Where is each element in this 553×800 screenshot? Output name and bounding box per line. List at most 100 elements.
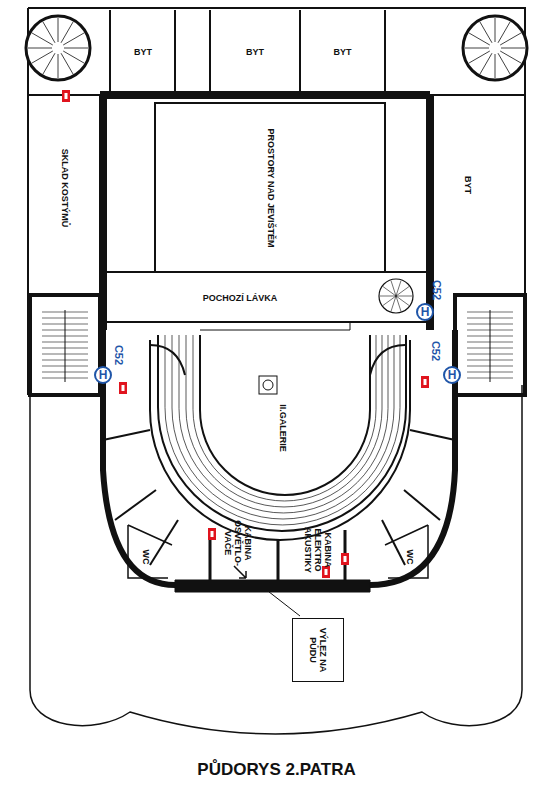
stair-step (480, 53, 492, 74)
hydrant-marker: C52H (94, 366, 112, 384)
room: KABINA ELEKTRO AKUSTIKY (292, 522, 344, 578)
hydrant-code: C52 (432, 280, 442, 300)
stair-step (467, 366, 513, 367)
stair-step (383, 287, 396, 296)
chandelier-symbol (259, 376, 277, 394)
wall (174, 10, 176, 95)
stair-step (396, 287, 409, 296)
stair-step (63, 33, 84, 45)
box-partition (150, 520, 178, 565)
stair-step (64, 48, 88, 49)
room-label: SKLAD KOSTÝMŮ (60, 148, 70, 227)
stair-step (467, 330, 513, 331)
seat-row (186, 335, 382, 507)
stair-step (465, 48, 489, 49)
room: SKLAD KOSTÝMŮ (32, 105, 98, 270)
stair-rail (490, 310, 491, 382)
fire-extinguisher (119, 382, 127, 394)
front-wall (175, 580, 370, 592)
fire-extinguisher (122, 385, 125, 391)
leader-line (264, 588, 300, 616)
room-label: PROSTORY NAD JEVIŠTĚM (266, 129, 276, 248)
room: PROSTORY NAD JEVIŠTĚM (160, 108, 382, 268)
stair-step (396, 296, 412, 297)
room-label: POCHOZÍ LÁVKA (203, 293, 278, 303)
box-partition (404, 490, 440, 520)
stair-step (498, 22, 510, 43)
stair-step (32, 51, 53, 63)
stair-step (28, 48, 52, 49)
box-partition (410, 430, 455, 440)
fire-extinguisher (421, 376, 429, 388)
stair-step (495, 18, 496, 42)
stair-step (42, 312, 88, 313)
hydrant-marker: C52H (416, 303, 434, 321)
wall (109, 10, 111, 95)
plan-title: PŮDORYS 2.PATRA (0, 760, 553, 780)
room: WC (397, 540, 423, 574)
room: BYT (112, 12, 174, 92)
room-label: BYT (246, 47, 264, 57)
seat-row (200, 335, 370, 495)
stair-step (42, 330, 88, 331)
hydrant-symbol: H (99, 369, 108, 381)
box-partition (382, 520, 405, 565)
stair-step (501, 48, 525, 49)
stair-step (42, 354, 88, 355)
auditorium-wall (103, 330, 455, 585)
stair-step (467, 318, 513, 319)
stair-step (467, 354, 513, 355)
stair-step (396, 281, 401, 296)
stair-step (63, 51, 84, 63)
stair-step (391, 281, 396, 296)
stair-step (380, 296, 396, 297)
stair-step (467, 312, 513, 313)
stair-step (43, 53, 55, 74)
stair-step (467, 324, 513, 325)
stair-step (500, 51, 521, 63)
wc-wall (385, 525, 428, 578)
stair-step (396, 296, 401, 311)
walkway (103, 272, 430, 322)
fire-extinguisher (424, 379, 427, 385)
stair-step (32, 33, 53, 45)
fire-extinguisher (341, 553, 349, 565)
fire-extinguisher (65, 93, 68, 99)
wall (100, 91, 430, 99)
room-label: BYT (463, 176, 473, 194)
seat-row (172, 335, 394, 519)
stair-step (42, 366, 88, 367)
stair-step (498, 53, 510, 74)
room: II.GALERIE (263, 398, 303, 458)
note-box: VÝLEZ NA PŮDU (292, 618, 344, 682)
stair-wing (455, 295, 525, 395)
gallery-wall (150, 340, 410, 540)
side-wall (150, 345, 405, 375)
room: KABINA OSVĚTLO- VAČE (213, 520, 263, 566)
stair-step (495, 54, 496, 78)
room: BYT (212, 12, 298, 92)
fire-extinguisher (344, 556, 347, 562)
spiral-stair (379, 279, 413, 313)
stair-step (42, 342, 88, 343)
wc-wall (128, 525, 172, 578)
stair-step (469, 33, 490, 45)
wall (299, 10, 301, 95)
stair-step (42, 372, 88, 373)
stair-step (467, 342, 513, 343)
chandelier-symbol (263, 380, 273, 390)
stair-step (43, 22, 55, 43)
stair-step (467, 336, 513, 337)
box-partition (115, 490, 156, 520)
stair-step (383, 296, 396, 305)
room: BYT (302, 12, 383, 92)
hydrant-code: C52 (114, 345, 124, 365)
stair-step (396, 296, 409, 305)
hatch-arrow (234, 566, 246, 578)
stair-step (467, 348, 513, 349)
seat-row (193, 335, 376, 501)
seat-row (165, 335, 400, 525)
fire-extinguisher (322, 566, 330, 578)
